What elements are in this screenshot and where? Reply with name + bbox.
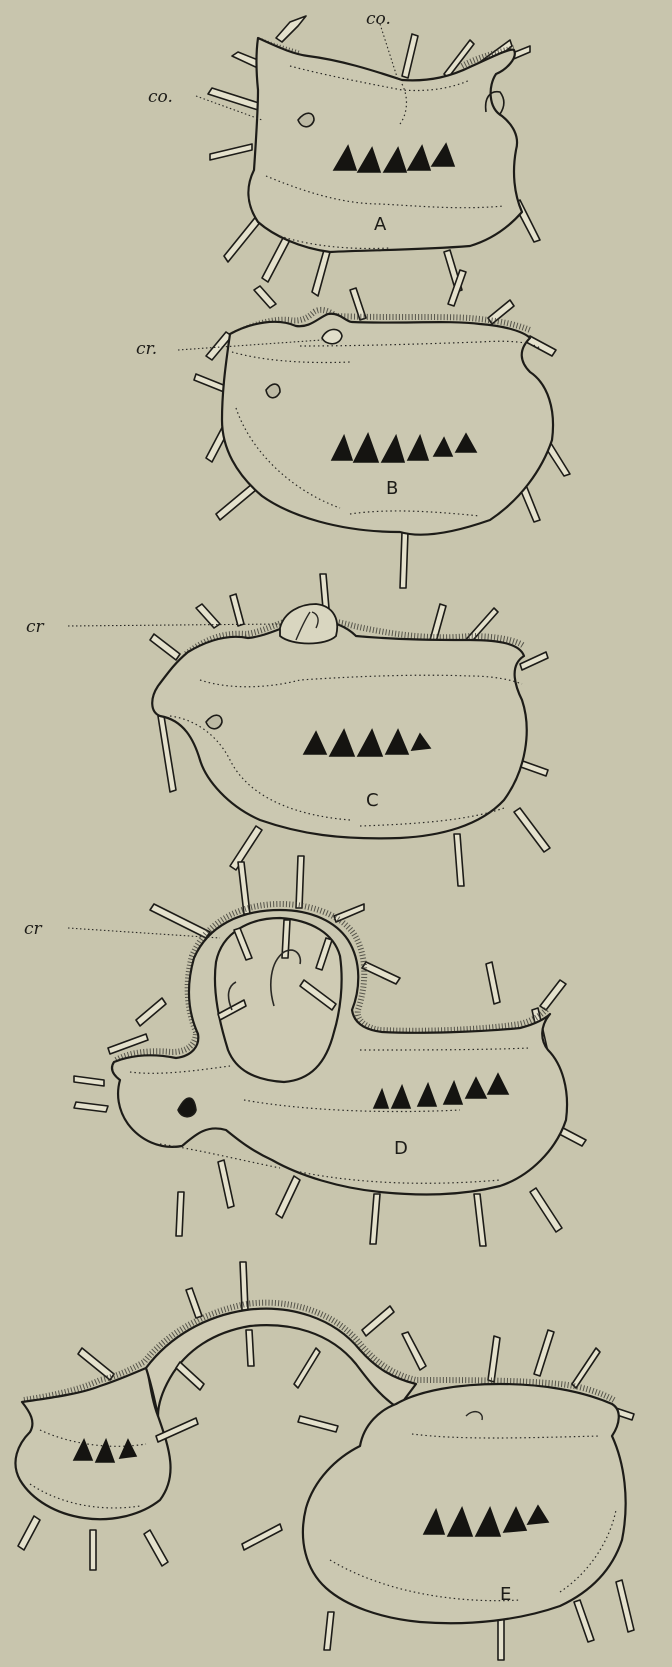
section-d: cr D [24, 856, 586, 1246]
label-co-top: co. [366, 9, 391, 29]
section-e-right-lobe [303, 1384, 626, 1623]
section-b: cr. B [136, 270, 570, 588]
label-cr-c: cr [26, 617, 45, 637]
panel-label-a: A [374, 214, 387, 235]
panel-label-b: B [386, 478, 398, 499]
section-c-outline [152, 620, 526, 838]
section-c: cr C [26, 574, 550, 886]
panel-label-c: C [366, 790, 379, 811]
panel-label-e: E [500, 1584, 511, 1605]
label-cr-b: cr. [136, 339, 157, 359]
section-e: E [15, 1262, 634, 1660]
label-co-left: co. [148, 87, 173, 107]
label-cr-d: cr [24, 919, 43, 939]
section-e-left-lobe [15, 1368, 170, 1519]
panel-label-d: D [394, 1138, 408, 1159]
section-a: co. co. A [148, 9, 540, 296]
section-b-outline [222, 314, 553, 535]
